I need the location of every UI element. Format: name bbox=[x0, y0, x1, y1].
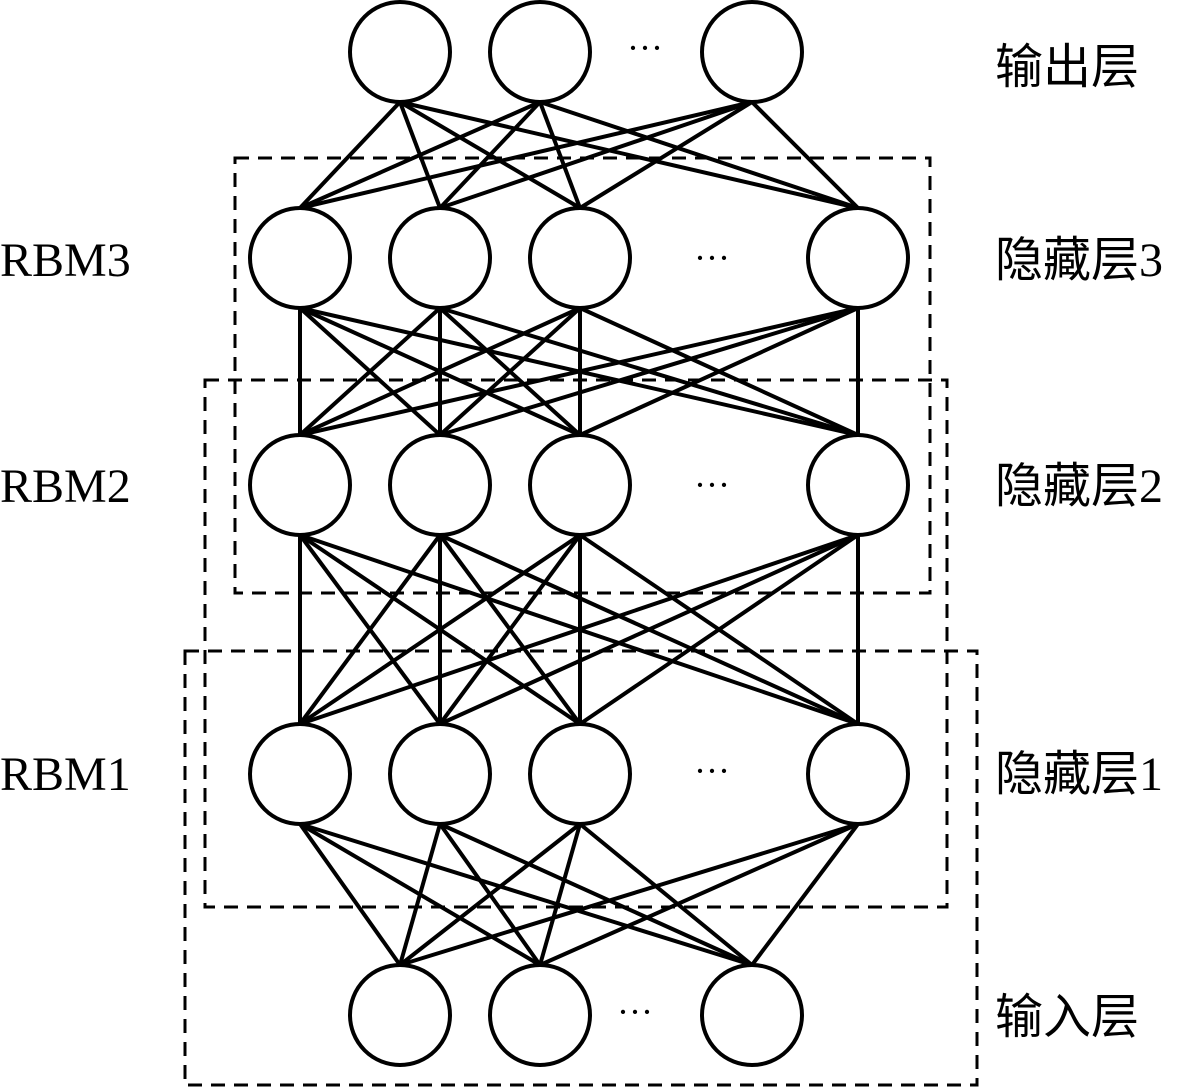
edge-hidden2-4-hidden1-3 bbox=[578, 533, 860, 726]
hidden2-neuron-1 bbox=[248, 433, 352, 537]
edge-hidden1-4-input-3 bbox=[750, 822, 860, 967]
ellipses: ··· ··· ··· ··· ··· bbox=[617, 28, 730, 1032]
hidden1-neuron-2 bbox=[388, 722, 492, 826]
edge-hidden1-1-input-3 bbox=[299, 822, 753, 967]
edge-hidden1-2-input-1 bbox=[398, 823, 442, 966]
edge-output-1-hidden3-4 bbox=[399, 100, 859, 210]
edge-hidden1-3-input-1 bbox=[398, 822, 582, 967]
edge-hidden3-4-hidden2-2 bbox=[439, 306, 859, 437]
hidden2-layer-ellipsis: ··· bbox=[694, 465, 730, 505]
output-neuron-1 bbox=[348, 0, 452, 104]
edge-output-2-hidden3-3 bbox=[538, 101, 582, 209]
edge-hidden3-3-hidden2-1 bbox=[299, 306, 581, 437]
hidden1-layer-ellipsis: ··· bbox=[694, 751, 730, 791]
rbm2-label: RBM2 bbox=[0, 460, 131, 513]
output-neuron-3 bbox=[700, 0, 804, 104]
hidden3-neuron-4 bbox=[806, 206, 910, 310]
rbm1-box bbox=[183, 649, 979, 1087]
edge-hidden1-3-input-3 bbox=[578, 822, 754, 967]
edge-hidden1-4-input-1 bbox=[399, 822, 859, 967]
rbm1-label: RBM1 bbox=[0, 748, 131, 801]
hidden3-layer-ellipsis: ··· bbox=[694, 238, 730, 278]
edge-hidden2-2-hidden1-1 bbox=[298, 533, 442, 726]
output-layer-ellipsis: ··· bbox=[627, 28, 663, 68]
edge-hidden3-4-hidden2-3 bbox=[579, 306, 859, 437]
edge-output-2-hidden3-2 bbox=[438, 100, 542, 210]
hidden1-neuron-4 bbox=[806, 722, 910, 826]
hidden2-neuron-2 bbox=[388, 433, 492, 537]
edge-hidden2-4-hidden1-2 bbox=[439, 533, 859, 726]
hidden3-layer-label: 隐藏层3 bbox=[995, 234, 1163, 287]
edge-hidden1-3-input-2 bbox=[538, 823, 582, 966]
hidden3-neuron-3 bbox=[528, 206, 632, 310]
edge-hidden1-1-input-1 bbox=[298, 822, 402, 967]
hidden3-neuron-2 bbox=[388, 206, 492, 310]
neurons bbox=[248, 0, 910, 1067]
input-neuron-2 bbox=[488, 963, 592, 1067]
hidden1-layer-label: 隐藏层1 bbox=[995, 748, 1163, 801]
input-layer-ellipsis: ··· bbox=[617, 992, 653, 1032]
hidden2-layer-label: 隐藏层2 bbox=[995, 460, 1163, 513]
input-neuron-1 bbox=[348, 963, 452, 1067]
hidden1-neuron-3 bbox=[528, 722, 632, 826]
hidden2-neuron-4 bbox=[806, 433, 910, 537]
edge-output-3-hidden3-2 bbox=[439, 100, 753, 210]
hidden1-neuron-1 bbox=[248, 722, 352, 826]
edge-output-3-hidden3-3 bbox=[578, 100, 754, 210]
edge-output-2-hidden3-4 bbox=[539, 100, 859, 210]
input-layer-label: 输入层 bbox=[995, 991, 1139, 1044]
edge-hidden1-2-input-3 bbox=[439, 822, 753, 967]
edge-hidden1-4-input-2 bbox=[539, 822, 859, 967]
edge-hidden2-3-hidden1-1 bbox=[298, 533, 582, 726]
output-layer-label: 输出层 bbox=[995, 41, 1139, 94]
input-neuron-3 bbox=[700, 963, 804, 1067]
edge-hidden2-4-hidden1-1 bbox=[299, 533, 859, 726]
hidden2-neuron-3 bbox=[528, 433, 632, 537]
rbm2-box bbox=[203, 378, 949, 909]
edge-output-2-hidden3-1 bbox=[299, 100, 541, 210]
rbm-labels: RBM3 RBM2 RBM1 bbox=[0, 234, 131, 801]
edge-hidden2-3-hidden1-2 bbox=[438, 533, 582, 726]
connections bbox=[298, 100, 860, 967]
rbm-boxes bbox=[183, 156, 979, 1087]
edge-hidden3-2-hidden2-1 bbox=[298, 306, 442, 437]
edge-output-3-hidden3-4 bbox=[750, 100, 860, 210]
layer-labels: 输出层 隐藏层3 隐藏层2 隐藏层1 输入层 bbox=[995, 41, 1163, 1044]
hidden3-neuron-1 bbox=[248, 206, 352, 310]
edge-hidden3-3-hidden2-2 bbox=[438, 306, 582, 437]
output-neuron-2 bbox=[488, 0, 592, 104]
edge-hidden3-4-hidden2-1 bbox=[299, 306, 859, 437]
edge-output-1-hidden3-1 bbox=[298, 100, 402, 210]
edge-output-3-hidden3-1 bbox=[299, 100, 753, 210]
rbm3-label: RBM3 bbox=[0, 234, 131, 287]
rbm3-box bbox=[233, 156, 932, 595]
